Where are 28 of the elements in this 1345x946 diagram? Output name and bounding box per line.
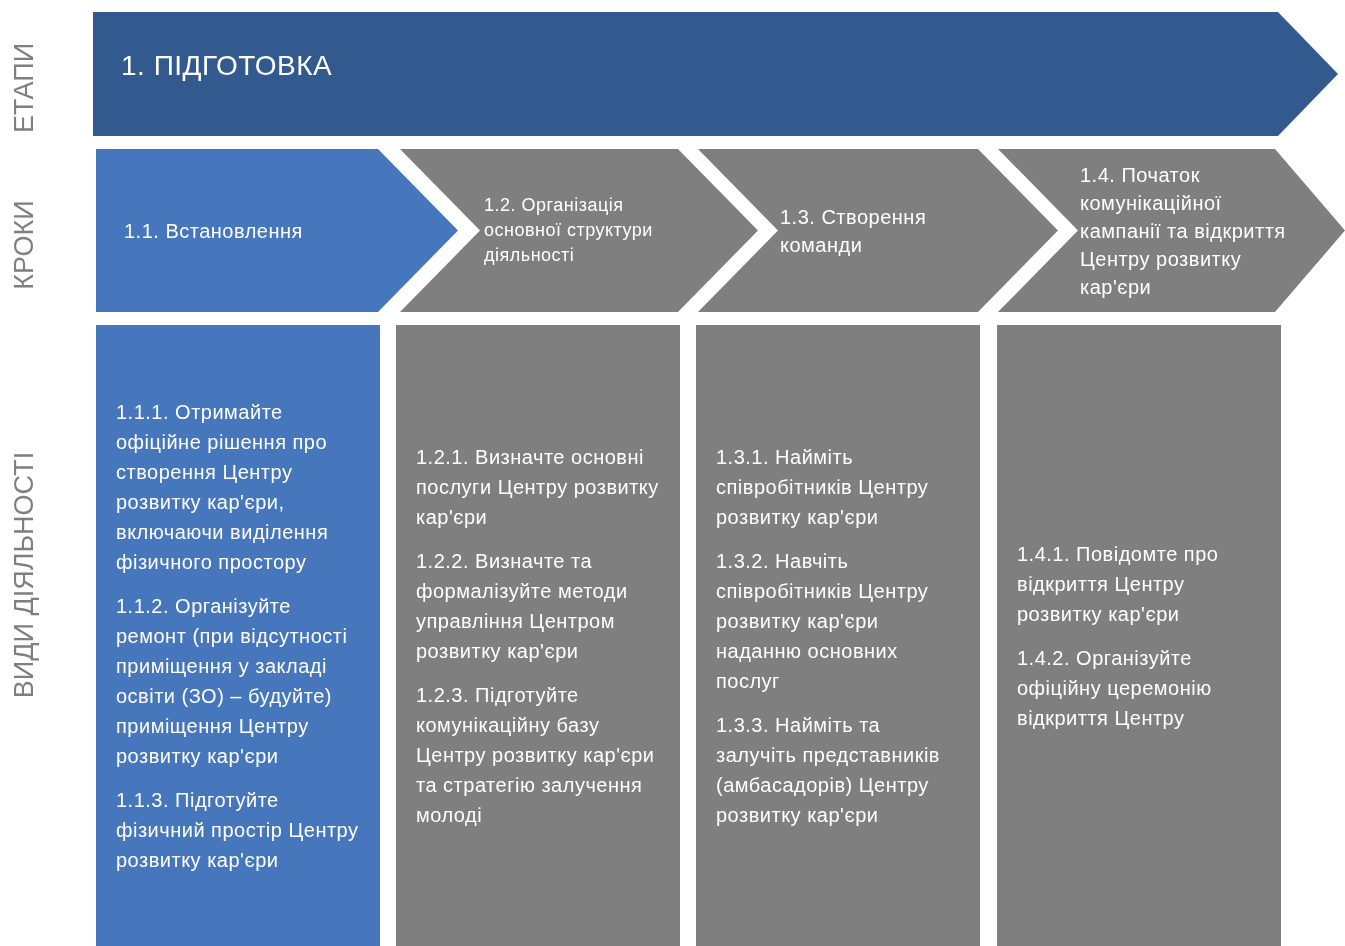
activity-text: 1.1.1. Отримайте офіційне рішення про створення Центру розвитку кар'єри, включаючи виділення фізичного простору <box>116 399 330 575</box>
stage-title: 1. ПІДГОТОВКА <box>121 49 333 83</box>
step-banner <box>698 149 1058 312</box>
step-banner <box>998 149 1345 312</box>
row-label: КРОКИ <box>8 199 40 292</box>
activity-text: 1.3.1. Найміть співробітників Центру розвитку кар'єри <box>716 444 930 530</box>
activity-text: 1.4.1. Повідомте про відкриття Центру розвитку кар'єри <box>1017 541 1220 627</box>
activity-text: 1.4.2. Організуйте офіційну церемонію відкриття Центру <box>1017 645 1213 731</box>
step-label: 1.1. Встановлення <box>124 218 303 244</box>
activity-text: 1.2.1. Визначте основні послуги Центру розвитку кар'єри <box>416 444 660 530</box>
activity-column <box>997 325 1281 946</box>
step-label: 1.3. Створення команди <box>780 204 928 258</box>
activity-text: 1.1.3. Підготуйте фізичний простір Центру розвитку кар'єри <box>116 787 360 873</box>
row-label: ЕТАПИ <box>8 41 40 136</box>
row-label: ВИДИ ДІЯЛЬНОСТІ <box>8 450 40 701</box>
activity-text: 1.1.2. Організуйте ремонт (при відсутності приміщення у закладі освіти (ЗО) – будуйте) приміщення Центру розвитку кар'єри <box>116 593 349 769</box>
activity-column <box>696 325 980 946</box>
activity-text: 1.3.2. Навчіть співробітників Центру розвитку кар'єри наданню основних послуг <box>716 548 930 694</box>
step-label: 1.2. Організація основної структури діяльності <box>484 193 654 268</box>
step-banner <box>96 149 458 312</box>
step-label: 1.4. Початок комунікаційної кампанії та відкриття Центру розвитку кар'єри <box>1080 162 1287 300</box>
activity-text: 1.3.3. Найміть та залучіть представників (амбасадорів) Центру розвитку кар'єри <box>716 712 941 828</box>
step-banner <box>400 149 758 312</box>
activity-text: 1.2.3. Підготуйте комунікаційну базу Центру розвитку кар'єри та стратегію залучення молоді <box>416 682 656 828</box>
activity-column <box>96 325 380 946</box>
stage-banner <box>93 12 1338 136</box>
activity-column <box>396 325 680 946</box>
activity-text: 1.2.2. Визначте та формалізуйте методи управління Центром розвитку кар'єри <box>416 548 629 664</box>
